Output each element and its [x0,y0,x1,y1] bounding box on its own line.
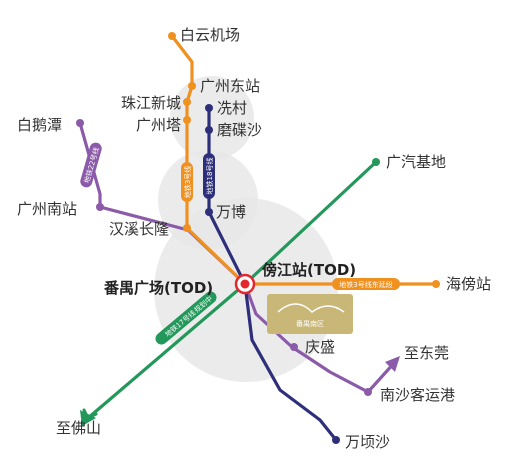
station-dot-qingsheng [290,343,298,351]
label-pangjiang: 傍江站(TOD) [262,261,356,279]
line-tag-3-east-text: 地铁3号线东延段 [339,280,392,289]
label-baietan: 白鹅潭 [17,116,62,134]
label-panyu-square: 番禺广场(TOD) [103,279,213,297]
label-qingsheng: 庆盛 [305,338,335,356]
station-dot-zhujiang [183,98,191,106]
station-dot-mozisha [205,126,213,134]
label-xiancun: 冼村 [217,99,247,117]
line-tag-3-east: 地铁3号线东延段 [332,278,400,290]
station-dot-nansha-port [364,388,372,396]
foshan-arrow-icon [80,410,96,426]
zone-north [170,76,254,160]
label-to-foshan: 至佛山 [56,419,101,437]
line-tag-18-text: 地铁18号线 [205,158,214,195]
label-canton-tower: 广州塔 [136,116,181,134]
station-dot-wanqingsha [332,436,340,444]
district-logo: 番禺南区 [267,294,353,334]
station-dot-canton-tower [183,116,191,124]
line-tag-3: 地铁3号线 [181,162,193,202]
dongguan-arrow-icon [385,356,400,372]
station-dot-hanxi [183,224,191,232]
label-haipang: 海傍站 [446,275,491,293]
station-dot-guangzhou-south [96,203,104,211]
station-dots [76,32,440,444]
station-dot-guangzhou-east [188,82,196,90]
station-dot-haipang [432,280,440,288]
logo-text: 番禺南区 [296,319,324,328]
station-dot-xiancun [205,104,213,112]
label-guangzhou-east: 广州东站 [200,77,260,95]
label-mozisha: 磨碟沙 [217,121,262,139]
label-to-dongguan: 至东莞 [404,344,449,362]
hub-interchange-icon [234,273,256,295]
label-hanxi-changlong: 汉溪长隆 [109,220,169,238]
line-tag-3-text: 地铁3号线 [183,166,192,198]
station-dot-gac [372,158,380,166]
label-nansha-port: 南沙客运港 [380,386,455,404]
line-tag-22: 地铁22号线 [80,142,102,188]
line-tag-18: 地铁18号线 [203,153,215,199]
label-baiyun-airport: 白云机场 [180,26,240,44]
line-22 [78,121,397,394]
label-guangzhou-south: 广州南站 [17,200,77,218]
station-labels: 白云机场 广州东站 珠江新城 广州塔 冼村 磨碟沙 白鹅潭 广州南站 汉溪长隆 … [17,26,491,451]
station-dot-baiyun [168,32,176,40]
label-gac-base: 广汽基地 [386,153,446,171]
station-dot-wanbo [205,208,213,216]
label-wanqingsha: 万顷沙 [345,433,390,451]
label-wanbo: 万博 [216,203,246,221]
label-zhujiang-new-town: 珠江新城 [121,94,181,112]
station-dot-baietan [76,119,84,127]
